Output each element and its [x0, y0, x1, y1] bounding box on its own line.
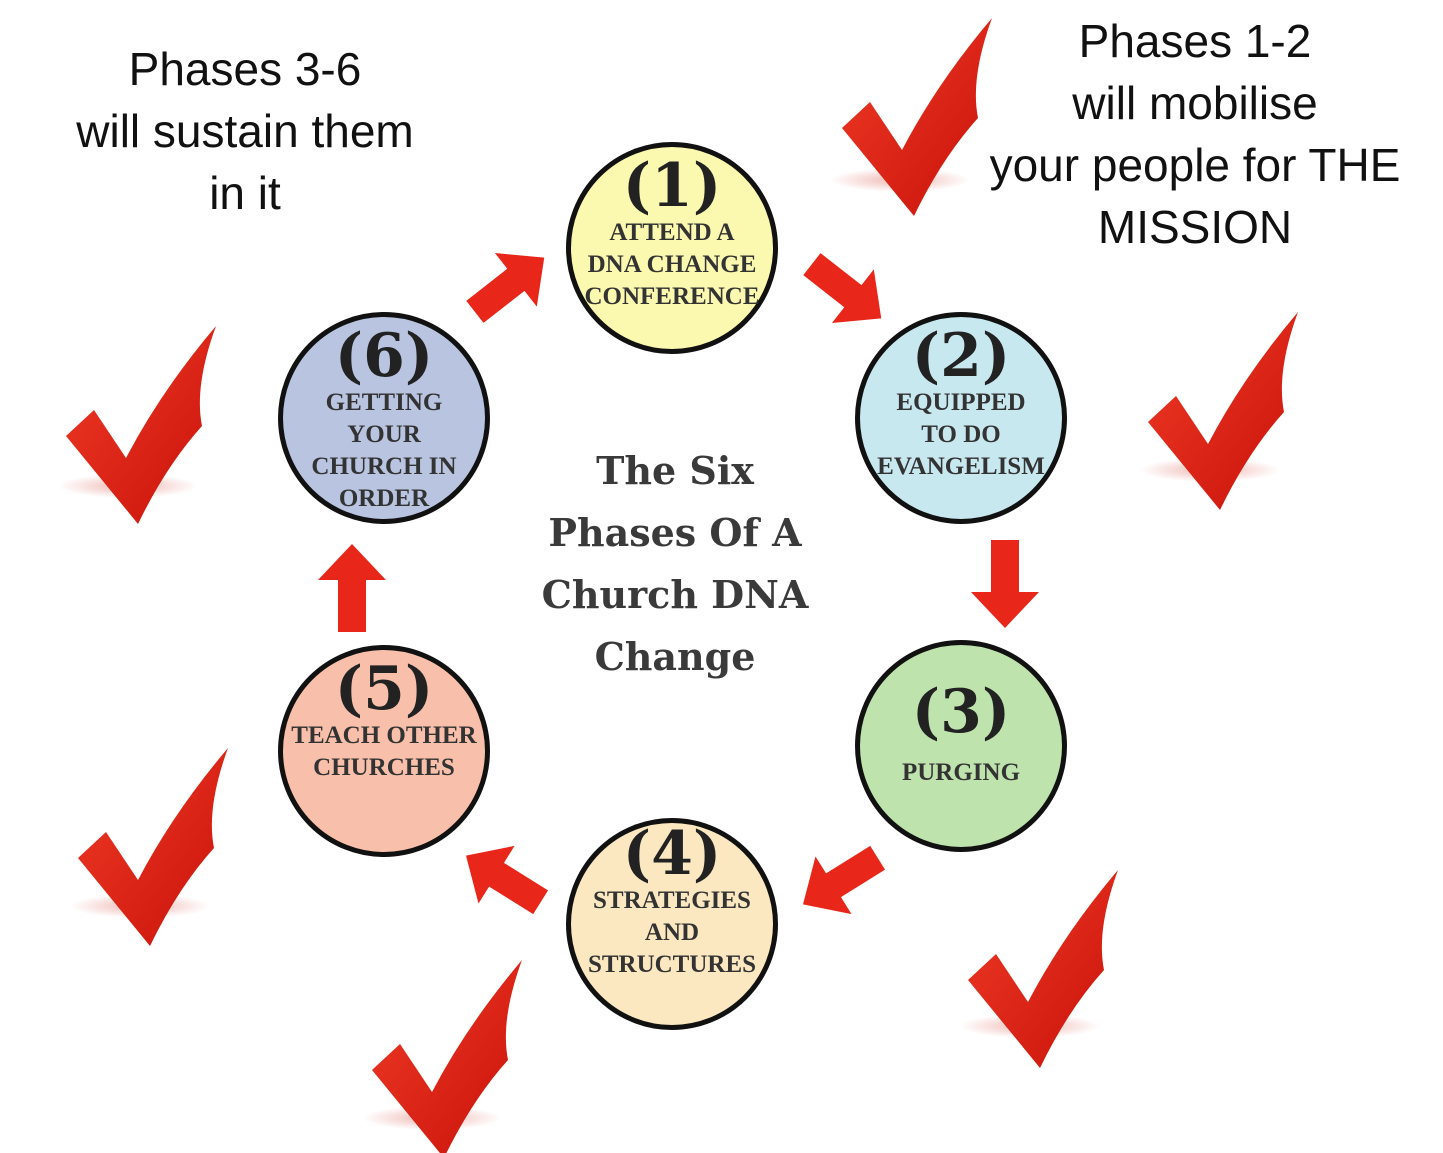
- phase-label-line: ATTEND A: [609, 219, 735, 246]
- phase-label-line: EVANGELISM: [877, 453, 1045, 480]
- checkmark-top: [830, 18, 992, 216]
- phase-label: PURGING: [902, 757, 1020, 789]
- title-line: The Six: [596, 448, 754, 493]
- phase-label-line: ORDER: [338, 485, 430, 512]
- phase-number: (1): [622, 151, 722, 221]
- phase-label: GETTING YOUR CHURCH IN ORDER: [311, 387, 456, 515]
- phase-6-circle: (6) GETTING YOUR CHURCH IN ORDER: [278, 312, 490, 524]
- arrow-6-to-1: [453, 230, 566, 339]
- note-line: MISSION: [1097, 201, 1293, 253]
- note-line: in it: [209, 167, 281, 219]
- title-line: Church DNA: [541, 572, 809, 617]
- diagram-title: The Six Phases Of A Church DNA Change: [510, 440, 840, 688]
- phase-number: (5): [334, 654, 434, 724]
- phase-4-circle: (4) STRATEGIES AND STRUCTURES: [566, 818, 778, 1030]
- checkmark-left-lower: [70, 748, 228, 946]
- phase-label-line: STRUCTURES: [587, 951, 757, 978]
- arrow-4-to-5: [447, 826, 559, 932]
- phase-label-line: CHURCH IN: [311, 453, 457, 480]
- phase-3-circle: (3) PURGING: [855, 640, 1067, 852]
- phase-label: ATTEND A DNA CHANGE CONFERENCE: [584, 217, 759, 313]
- phase-label-line: CHURCHES: [313, 754, 455, 781]
- phase-label-line: TEACH OTHER: [291, 722, 477, 749]
- note-phases-3-6: Phases 3-6 will sustain them in it: [40, 38, 450, 224]
- phase-label-line: STRATEGIES: [593, 887, 751, 914]
- note-line: will sustain them: [76, 105, 414, 157]
- phase-1-circle: (1) ATTEND A DNA CHANGE CONFERENCE: [566, 142, 778, 354]
- phase-label: EQUIPPED TO DO EVANGELISM: [877, 387, 1045, 483]
- checkmark-bottom-center: [362, 960, 522, 1153]
- phase-label-line: CONFERENCE: [584, 283, 760, 310]
- checkmark-bottom-right: [960, 870, 1118, 1068]
- phase-label-line: DNA CHANGE: [587, 251, 757, 278]
- note-line: your people for THE: [989, 139, 1401, 191]
- phase-label-line: PURGING: [901, 759, 1021, 786]
- arrow-1-to-2: [790, 237, 903, 346]
- note-line: will mobilise: [1072, 77, 1318, 129]
- phase-number: (2): [911, 321, 1011, 391]
- note-line: Phases 3-6: [128, 43, 362, 95]
- phase-label: TEACH OTHER CHURCHES: [291, 720, 476, 784]
- phase-number: (4): [622, 819, 722, 889]
- phase-label-line: AND: [644, 919, 700, 946]
- phase-label-line: EQUIPPED: [896, 389, 1026, 416]
- phase-label-line: TO DO: [921, 421, 1001, 448]
- phase-number: (6): [334, 321, 434, 391]
- phase-number: (3): [911, 677, 1011, 747]
- note-line: Phases 1-2: [1078, 15, 1312, 67]
- phase-2-circle: (2) EQUIPPED TO DO EVANGELISM: [855, 312, 1067, 524]
- checkmark-right: [1140, 312, 1298, 510]
- checkmark-left-upper: [58, 326, 216, 524]
- arrow-2-to-3: [971, 540, 1039, 628]
- arrow-5-to-6: [318, 544, 386, 632]
- note-phases-1-2: Phases 1-2 will mobilise your people for…: [960, 10, 1430, 258]
- title-line: Change: [594, 634, 756, 679]
- phase-label-line: GETTING: [325, 389, 443, 416]
- arrow-3-to-4: [784, 828, 896, 934]
- phase-label-line: YOUR: [347, 421, 421, 448]
- phase-label: STRATEGIES AND STRUCTURES: [588, 885, 756, 981]
- phase-5-circle: (5) TEACH OTHER CHURCHES: [278, 645, 490, 857]
- title-line: Phases Of A: [548, 510, 802, 555]
